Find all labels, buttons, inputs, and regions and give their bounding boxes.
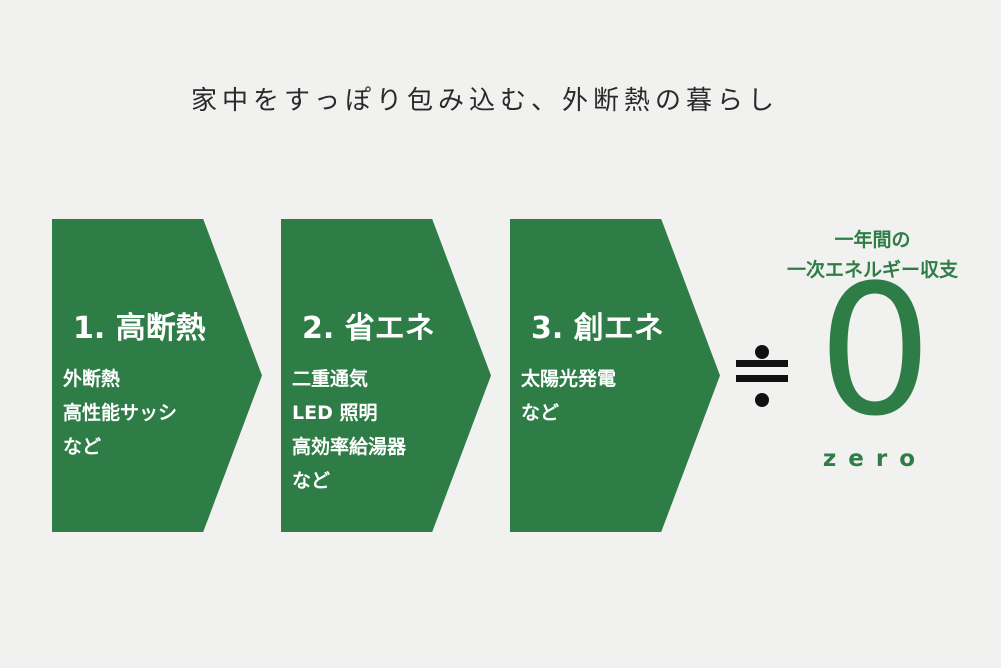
result-word: zero	[822, 446, 928, 472]
step-items: 外断熱 高性能サッシ など	[63, 362, 177, 464]
approximately-equal-icon	[736, 345, 788, 407]
step-arrow-1: 1. 高断熱 外断熱 高性能サッシ など	[52, 219, 262, 532]
step-items: 二重通気 LED 照明 高効率給湯器 など	[292, 362, 406, 498]
page-title: 家中をすっぽり包み込む、外断熱の暮らし	[191, 86, 779, 116]
step-item: など	[63, 436, 102, 458]
step-title: 3. 創エネ	[531, 311, 664, 346]
step-item: など	[292, 470, 331, 492]
step-item: 高効率給湯器	[292, 436, 407, 458]
step-item: 高性能サッシ	[63, 402, 178, 424]
step-item: LED 照明	[292, 402, 378, 424]
step-item: 太陽光発電	[521, 368, 617, 390]
step-items: 太陽光発電 など	[521, 362, 616, 430]
caption-line: 一次エネルギー収支	[786, 259, 958, 281]
step-item: など	[521, 402, 560, 424]
step-title: 2. 省エネ	[302, 311, 435, 346]
step-arrow-3: 3. 創エネ 太陽光発電 など	[510, 219, 720, 532]
step-item: 二重通気	[292, 368, 369, 390]
step-arrow-2: 2. 省エネ 二重通気 LED 照明 高効率給湯器 など	[281, 219, 491, 532]
caption-line: 一年間の	[834, 229, 911, 251]
step-title: 1. 高断熱	[73, 311, 206, 346]
result-caption: 一年間の 一次エネルギー収支	[765, 225, 980, 285]
step-item: 外断熱	[63, 368, 121, 390]
result-value: 0	[817, 247, 933, 456]
